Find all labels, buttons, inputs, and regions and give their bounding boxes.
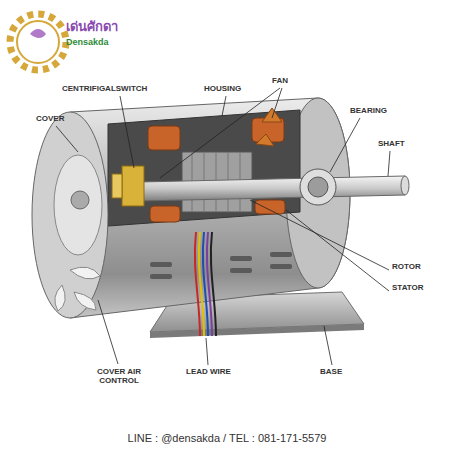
- logo-text: เด่นศักดา: [66, 20, 118, 35]
- shaft: [140, 176, 405, 201]
- part-label: COVER AIR CONTROL: [88, 367, 150, 385]
- part-label: CENTRIFIGALSWITCH: [62, 84, 147, 93]
- cutaway: [108, 110, 300, 226]
- part-label: ROTOR: [392, 262, 421, 271]
- fan-blade: [256, 108, 282, 146]
- stator-winding: [148, 118, 285, 222]
- cover-air-fan: [55, 267, 100, 311]
- cover: [32, 112, 108, 318]
- part-label: COVER: [36, 114, 64, 123]
- part-label: FAN: [272, 76, 288, 85]
- logo-gear: [10, 14, 66, 70]
- part-label: STATOR: [392, 283, 424, 292]
- part-label: LEAD WIRE: [186, 367, 231, 376]
- centrifugal-switch: [112, 166, 144, 206]
- part-label: SHAFT: [378, 139, 405, 148]
- bearing: [300, 169, 336, 205]
- vent-slots: [150, 252, 292, 279]
- part-label: BASE: [320, 367, 342, 376]
- lead-wires: [195, 232, 216, 336]
- part-label: HOUSING: [204, 84, 241, 93]
- logo-text: Densakda: [66, 37, 109, 47]
- leader-lines: [56, 88, 390, 365]
- footer-contact: LINE : @densakda / TEL : 081-171-5579: [2, 432, 450, 445]
- part-label: BEARING: [350, 106, 387, 115]
- base-edge: [150, 324, 364, 338]
- housing-body: [70, 98, 350, 318]
